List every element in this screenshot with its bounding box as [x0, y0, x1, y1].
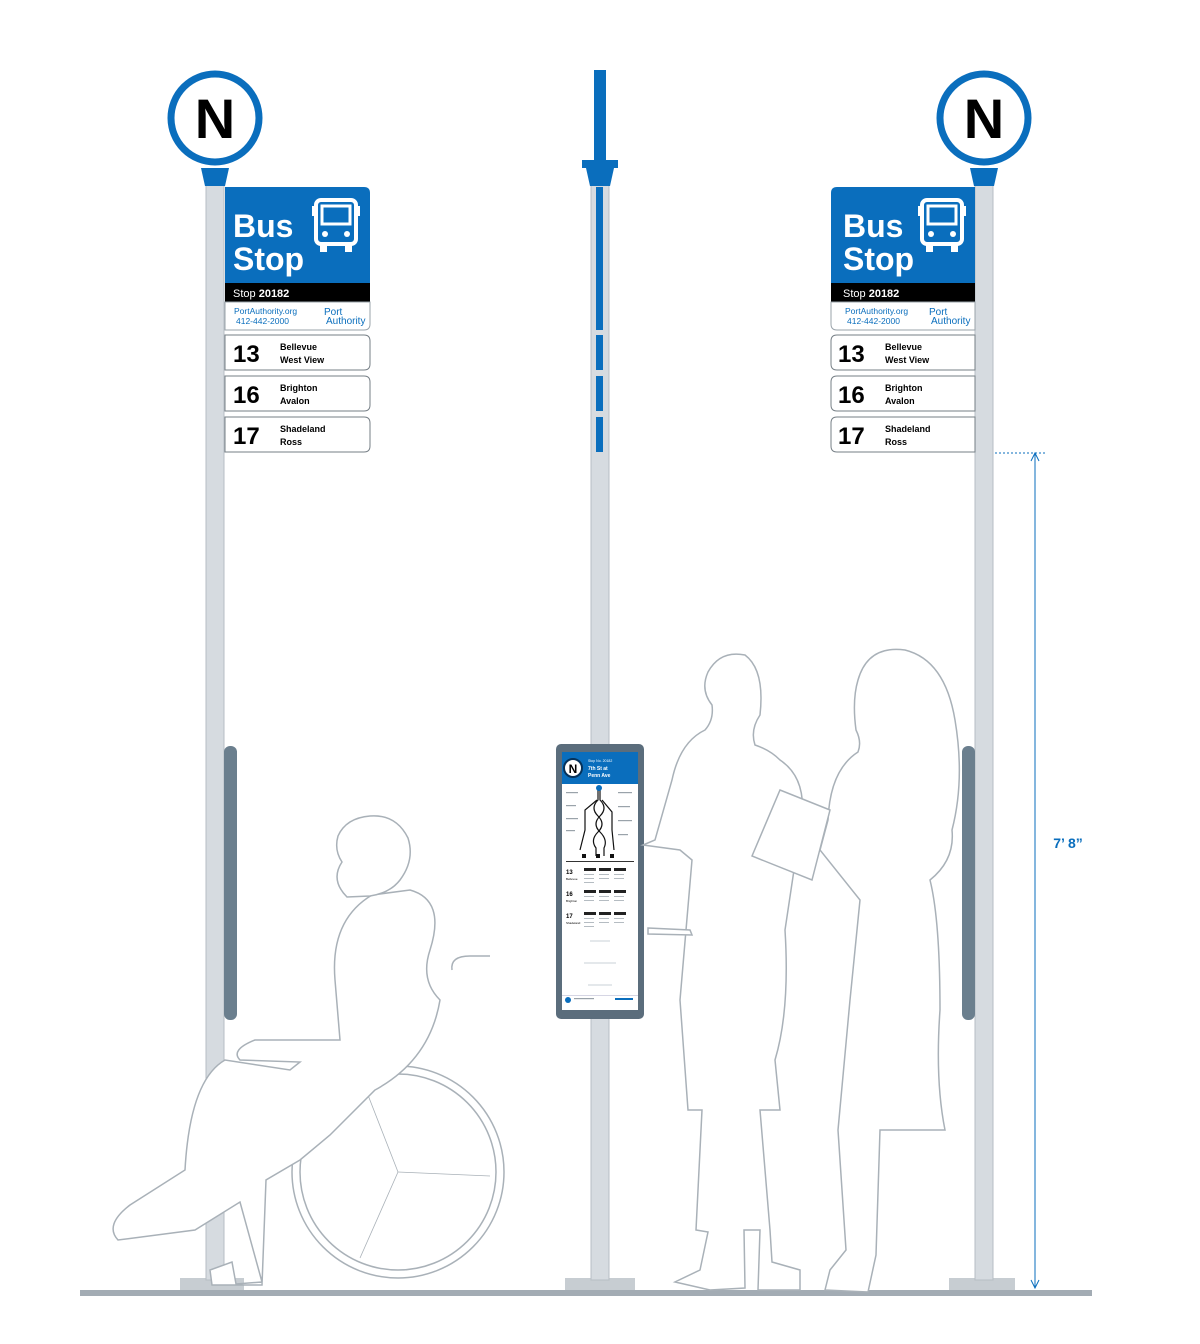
bus-stop-sign-left: Bus Stop Stop 20182 PortAuthority.org 41… — [224, 187, 371, 331]
height-dimension — [995, 451, 1045, 1290]
kiosk-stop-line: Stop No. 20182 — [588, 759, 612, 763]
kiosk-route-17: 17 — [566, 914, 573, 920]
stop-marker-left-letter: N — [195, 87, 235, 150]
schedule-kiosk: N Stop No. 20182 7th St at Penn Ave — [556, 744, 644, 1019]
center-top-fin — [594, 70, 606, 167]
route-destination-1: Brighton — [280, 383, 318, 393]
sign-title-line2: Stop — [233, 241, 304, 277]
stop-marker-right — [936, 70, 1032, 166]
center-sign-edge — [596, 187, 603, 330]
route-number: 17 — [838, 423, 865, 450]
sign-brand-line2: Authority — [326, 316, 365, 327]
sign-brand-line1: Port — [324, 307, 343, 318]
route-panel-left-1: 16 Brighton Avalon — [224, 375, 371, 412]
kiosk-marker-letter: N — [569, 762, 578, 776]
kiosk-route-13: 13 — [566, 870, 573, 876]
route-destination-2: Avalon — [280, 396, 310, 406]
center-pole-base — [565, 1278, 635, 1290]
stop-marker-right-letter: N — [964, 87, 1004, 150]
route-destination-2: Ross — [280, 437, 302, 447]
kiosk-route-13-name: Bellevue — [566, 877, 578, 881]
route-panel-left-2: 17 Shadeland Ross — [224, 416, 371, 453]
bus-stop-sign-right: Bus Stop Stop 20182 PortAuthority.org 41… — [830, 187, 976, 331]
kiosk-location-line2: Penn Ave — [588, 773, 611, 779]
route-panel-left-0: 13 Bellevue West View — [224, 334, 371, 371]
route-destination-1: Bellevue — [885, 342, 922, 352]
kiosk-route-map — [579, 790, 615, 856]
sign-brand-line2: Authority — [931, 316, 970, 327]
right-pole-cap — [970, 168, 998, 186]
kiosk-schedule-tables: 13 Bellevue 16 Brighton 17 Shadeland — [566, 868, 626, 927]
svg-text:Stop 20182: Stop 20182 — [843, 288, 899, 300]
route-destination-2: Ross — [885, 437, 907, 447]
sign-website: PortAuthority.org — [234, 306, 297, 316]
kiosk-route-16-name: Brighton — [566, 899, 578, 903]
center-pole-side-view: N Stop No. 20182 7th St at Penn Ave — [556, 70, 644, 1290]
route-panel-right-0: 13 Bellevue West View — [830, 334, 976, 371]
height-dimension-label: 7’ 8” — [1053, 835, 1083, 851]
route-number: 13 — [233, 341, 260, 368]
sign-phone: 412-442-2000 — [236, 316, 289, 326]
route-destination-1: Shadeland — [885, 424, 931, 434]
right-pole-handle — [962, 746, 975, 1020]
kiosk-location-line1: 7th St at — [588, 766, 608, 772]
stop-marker-left — [167, 70, 263, 166]
sign-title-line1: Bus — [843, 208, 903, 244]
route-number: 13 — [838, 341, 865, 368]
route-destination-2: West View — [280, 355, 325, 365]
sign-stop-label: Stop — [233, 288, 256, 300]
route-destination-2: Avalon — [885, 396, 915, 406]
ground-line — [80, 1290, 1092, 1296]
left-bus-stop-pole: N Bus Stop Stop 20182 PortAuthority.org … — [167, 70, 371, 1290]
route-number: 16 — [233, 382, 260, 409]
right-pole-shaft — [974, 184, 994, 1281]
kiosk-route-16: 16 — [566, 892, 573, 898]
right-pole-base — [949, 1278, 1015, 1290]
route-number: 16 — [838, 382, 865, 409]
sign-stop-number: 20182 — [869, 288, 900, 300]
route-panel-right-1: 16 Brighton Avalon — [830, 375, 976, 412]
sign-title-line2: Stop — [843, 241, 914, 277]
sign-title-line1: Bus — [233, 208, 293, 244]
route-number: 17 — [233, 423, 260, 450]
sign-stop-label: Stop — [843, 288, 866, 300]
left-pole-handle — [224, 746, 237, 1020]
center-pole-cap — [586, 168, 614, 186]
right-bus-stop-pole: N Bus Stop Stop 20182 PortAuthority.org … — [830, 70, 1090, 1290]
sign-stop-number: 20182 — [259, 288, 290, 300]
route-destination-2: West View — [885, 355, 930, 365]
route-destination-1: Shadeland — [280, 424, 326, 434]
standing-person-left-silhouette — [640, 653, 804, 1291]
standing-person-right-silhouette — [751, 648, 961, 1293]
left-pole-cap — [201, 168, 229, 186]
wheelchair-user-silhouette — [112, 815, 505, 1286]
sign-brand-line1: Port — [929, 307, 948, 318]
sign-phone: 412-442-2000 — [847, 316, 900, 326]
route-panel-right-2: 17 Shadeland Ross — [830, 416, 976, 453]
sign-website: PortAuthority.org — [845, 306, 908, 316]
route-destination-1: Bellevue — [280, 342, 317, 352]
kiosk-route-17-name: Shadeland — [566, 921, 581, 925]
svg-text:Stop 20182: Stop 20182 — [233, 288, 289, 300]
route-destination-1: Brighton — [885, 383, 923, 393]
